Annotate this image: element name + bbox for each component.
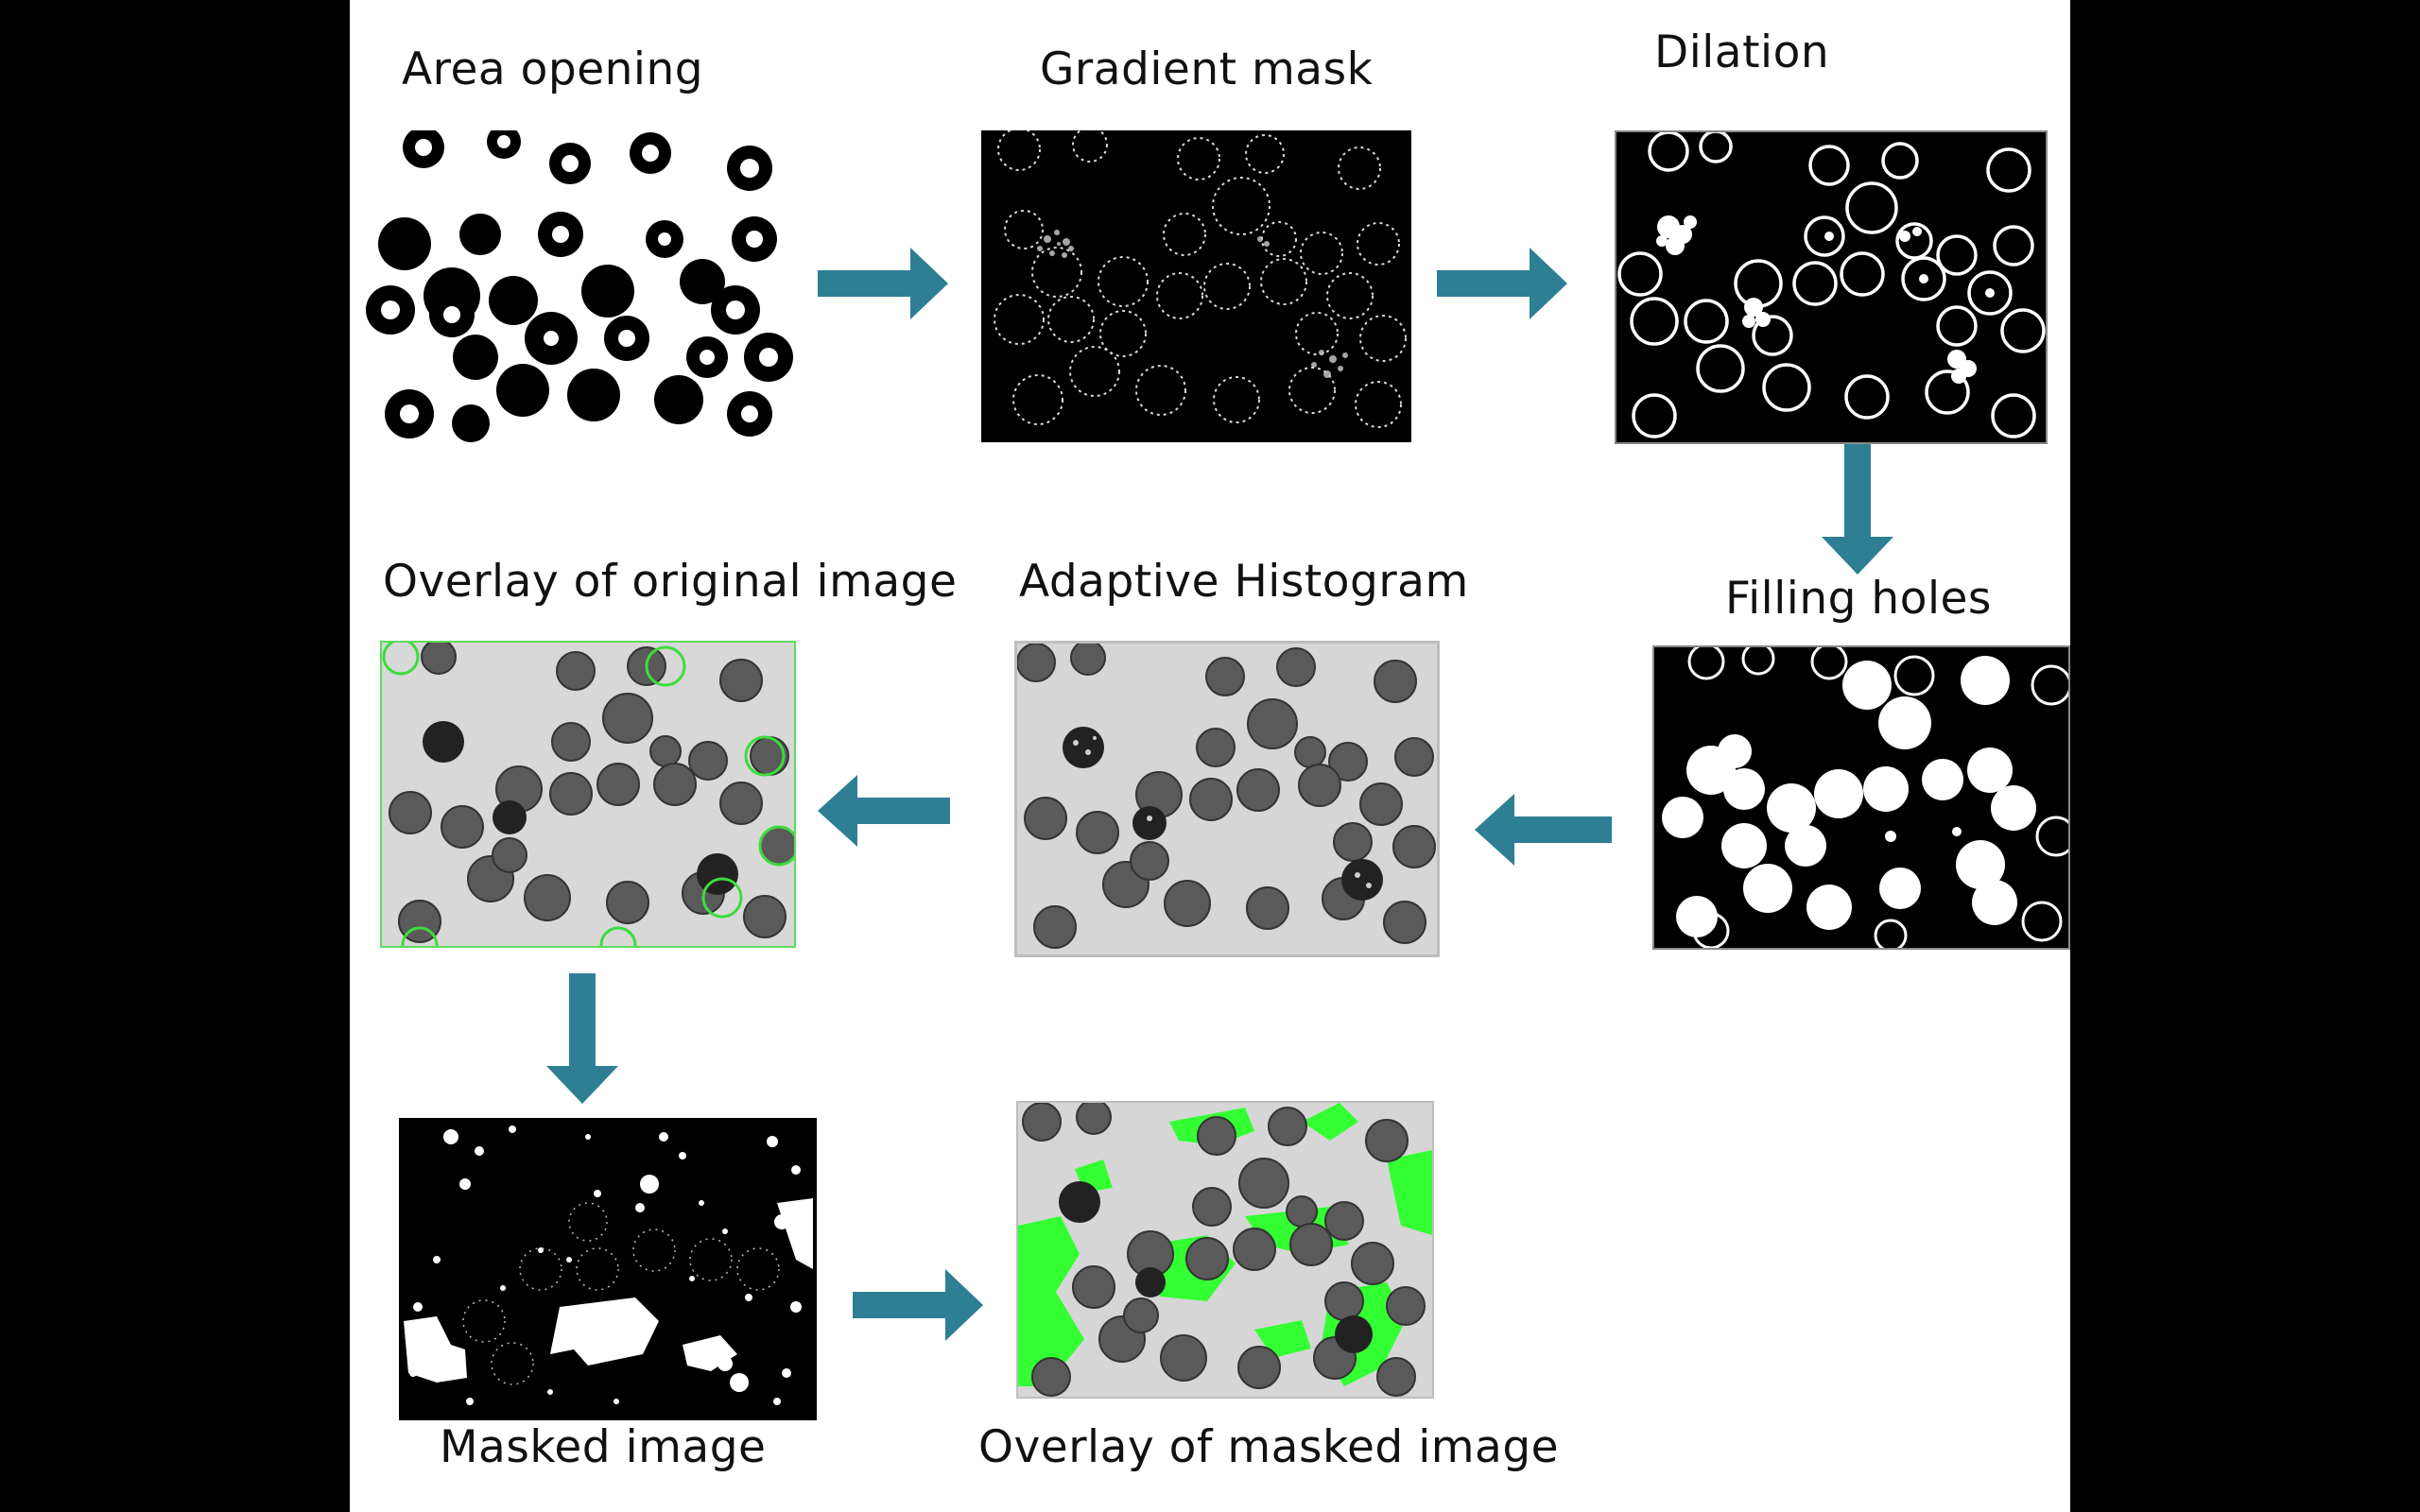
label-overlay-original: Overlay of original image bbox=[383, 556, 958, 608]
arrow-right-3 bbox=[853, 1269, 983, 1341]
arrow-left-1-shape bbox=[1475, 794, 1612, 866]
label-overlay-masked: Overlay of masked image bbox=[978, 1421, 1560, 1473]
arrow-down-1-shape bbox=[1822, 444, 1893, 575]
area-opening-image bbox=[362, 130, 795, 442]
label-masked-image: Masked image bbox=[440, 1421, 767, 1473]
arrow-right-1-shape bbox=[818, 248, 948, 319]
arrow-right-3-shape bbox=[853, 1269, 983, 1341]
label-gradient-mask: Gradient mask bbox=[1040, 43, 1374, 95]
figure-panel: Area opening Gradient mask Dilation Fill… bbox=[350, 0, 2070, 1512]
arrow-down-2-shape bbox=[546, 973, 618, 1104]
arrow-right-1 bbox=[818, 248, 948, 319]
masked-image bbox=[399, 1118, 817, 1420]
arrow-left-1 bbox=[1475, 794, 1612, 866]
arrow-left-2-shape bbox=[818, 775, 950, 847]
overlay-original-image bbox=[380, 641, 796, 948]
filling-holes-image bbox=[1652, 645, 2070, 950]
dilation-image bbox=[1615, 130, 2048, 444]
label-dilation: Dilation bbox=[1654, 26, 1830, 78]
arrow-right-2-shape bbox=[1437, 248, 1567, 319]
arrow-down-1 bbox=[1822, 444, 1893, 575]
arrow-down-2 bbox=[546, 973, 618, 1104]
gradient-mask-image bbox=[981, 130, 1411, 442]
label-area-opening: Area opening bbox=[402, 43, 704, 95]
arrow-left-2 bbox=[818, 775, 950, 847]
adaptive-histogram-image bbox=[1014, 641, 1440, 957]
overlay-masked-image bbox=[1016, 1101, 1434, 1399]
label-adaptive-histogram: Adaptive Histogram bbox=[1019, 556, 1469, 608]
arrow-right-2 bbox=[1437, 248, 1567, 319]
label-filling-holes: Filling holes bbox=[1725, 573, 1992, 625]
